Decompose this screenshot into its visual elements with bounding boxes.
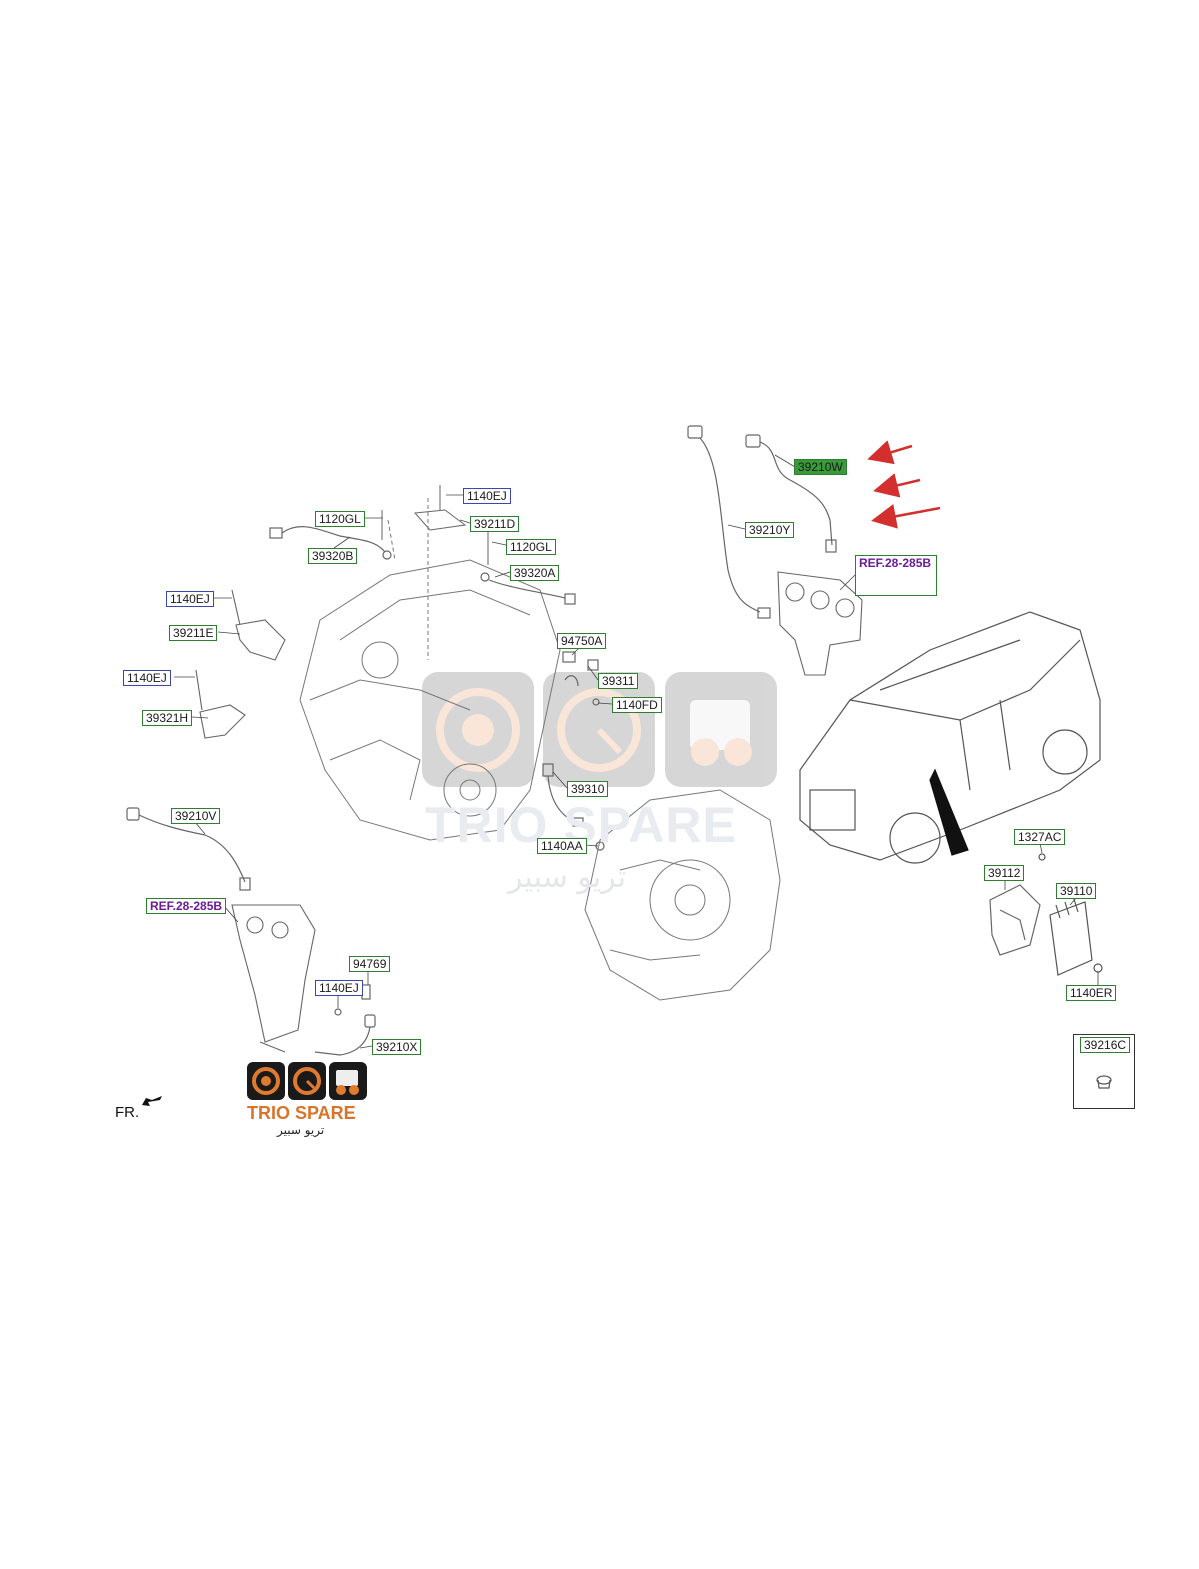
label-1140ej-top: 1140EJ: [463, 488, 511, 504]
label-39310: 39310: [567, 781, 609, 797]
label-39211d: 39211D: [470, 516, 520, 532]
sensor-39320b: [269, 526, 392, 560]
sensor-39311: [562, 651, 600, 706]
label-39210w: 39210W: [794, 459, 847, 475]
label-39112: 39112: [984, 865, 1025, 881]
label-39320b: 39320B: [308, 548, 358, 564]
label-39210v: 39210V: [171, 808, 221, 824]
label-39210y: 39210Y: [745, 522, 795, 538]
label-1140ej-side: 1140EJ: [166, 591, 214, 607]
logo-brand-arabic: تريو سبير: [277, 1123, 325, 1137]
exhaust-manifold-bottom: [231, 904, 316, 1053]
front-marker: FR.: [115, 1104, 140, 1121]
ecu-bracket-39112: [989, 884, 1041, 956]
bracket-39211e: [231, 589, 286, 661]
label-39320a: 39320A: [510, 565, 560, 581]
logo-brand-text: TRIO SPARE: [247, 1103, 356, 1123]
label-39321h: 39321H: [142, 710, 193, 726]
vehicle-illustration: [799, 611, 1101, 864]
exhaust-manifold-top: [777, 571, 863, 676]
trio-spare-logo-icon: [247, 1062, 367, 1100]
leader-lines: [174, 454, 1099, 1049]
label-1140aa: 1140AA: [537, 838, 587, 854]
bracket-39211d: [381, 485, 489, 565]
label-94769: 94769: [349, 956, 391, 972]
label-1140fd: 1140FD: [612, 697, 662, 713]
watermark-logo: [422, 672, 777, 787]
label-94750a: 94750A: [557, 633, 607, 649]
label-39311: 39311: [598, 673, 639, 689]
sensor-39320a: [480, 572, 576, 605]
label-ref-bottom: REF.28-285B: [146, 898, 227, 914]
grommet-39216c: [1096, 1075, 1112, 1089]
label-39210x: 39210X: [372, 1039, 422, 1055]
watermark-brand-arabic: تريو سبير: [508, 860, 627, 895]
label-1140ej-mid: 1140EJ: [123, 670, 171, 686]
transmission: [584, 789, 781, 1001]
oxygen-sensor-39210w: [745, 434, 837, 553]
part-box-39216c: [1073, 1034, 1135, 1109]
ecu-39110: [1038, 853, 1103, 976]
label-1120gl-right: 1120GL: [506, 539, 556, 555]
oxygen-sensor-39210y: [687, 425, 771, 619]
engine-block: [299, 498, 561, 841]
red-arrows: [867, 440, 941, 529]
label-39110: 39110: [1056, 883, 1097, 899]
label-39211e: 39211E: [169, 625, 218, 641]
label-1140er: 1140ER: [1066, 985, 1117, 1001]
label-ref-top: REF.28-285B: [855, 555, 937, 596]
label-1140ej-low: 1140EJ: [315, 980, 363, 996]
oxygen-sensor-39210v: [126, 807, 251, 891]
label-39216c: 39216C: [1080, 1037, 1131, 1053]
label-1327ac: 1327AC: [1014, 829, 1066, 845]
front-arrow-icon: [142, 1096, 162, 1106]
label-1120gl-left: 1120GL: [315, 511, 365, 527]
bracket-39321h: [195, 669, 246, 739]
